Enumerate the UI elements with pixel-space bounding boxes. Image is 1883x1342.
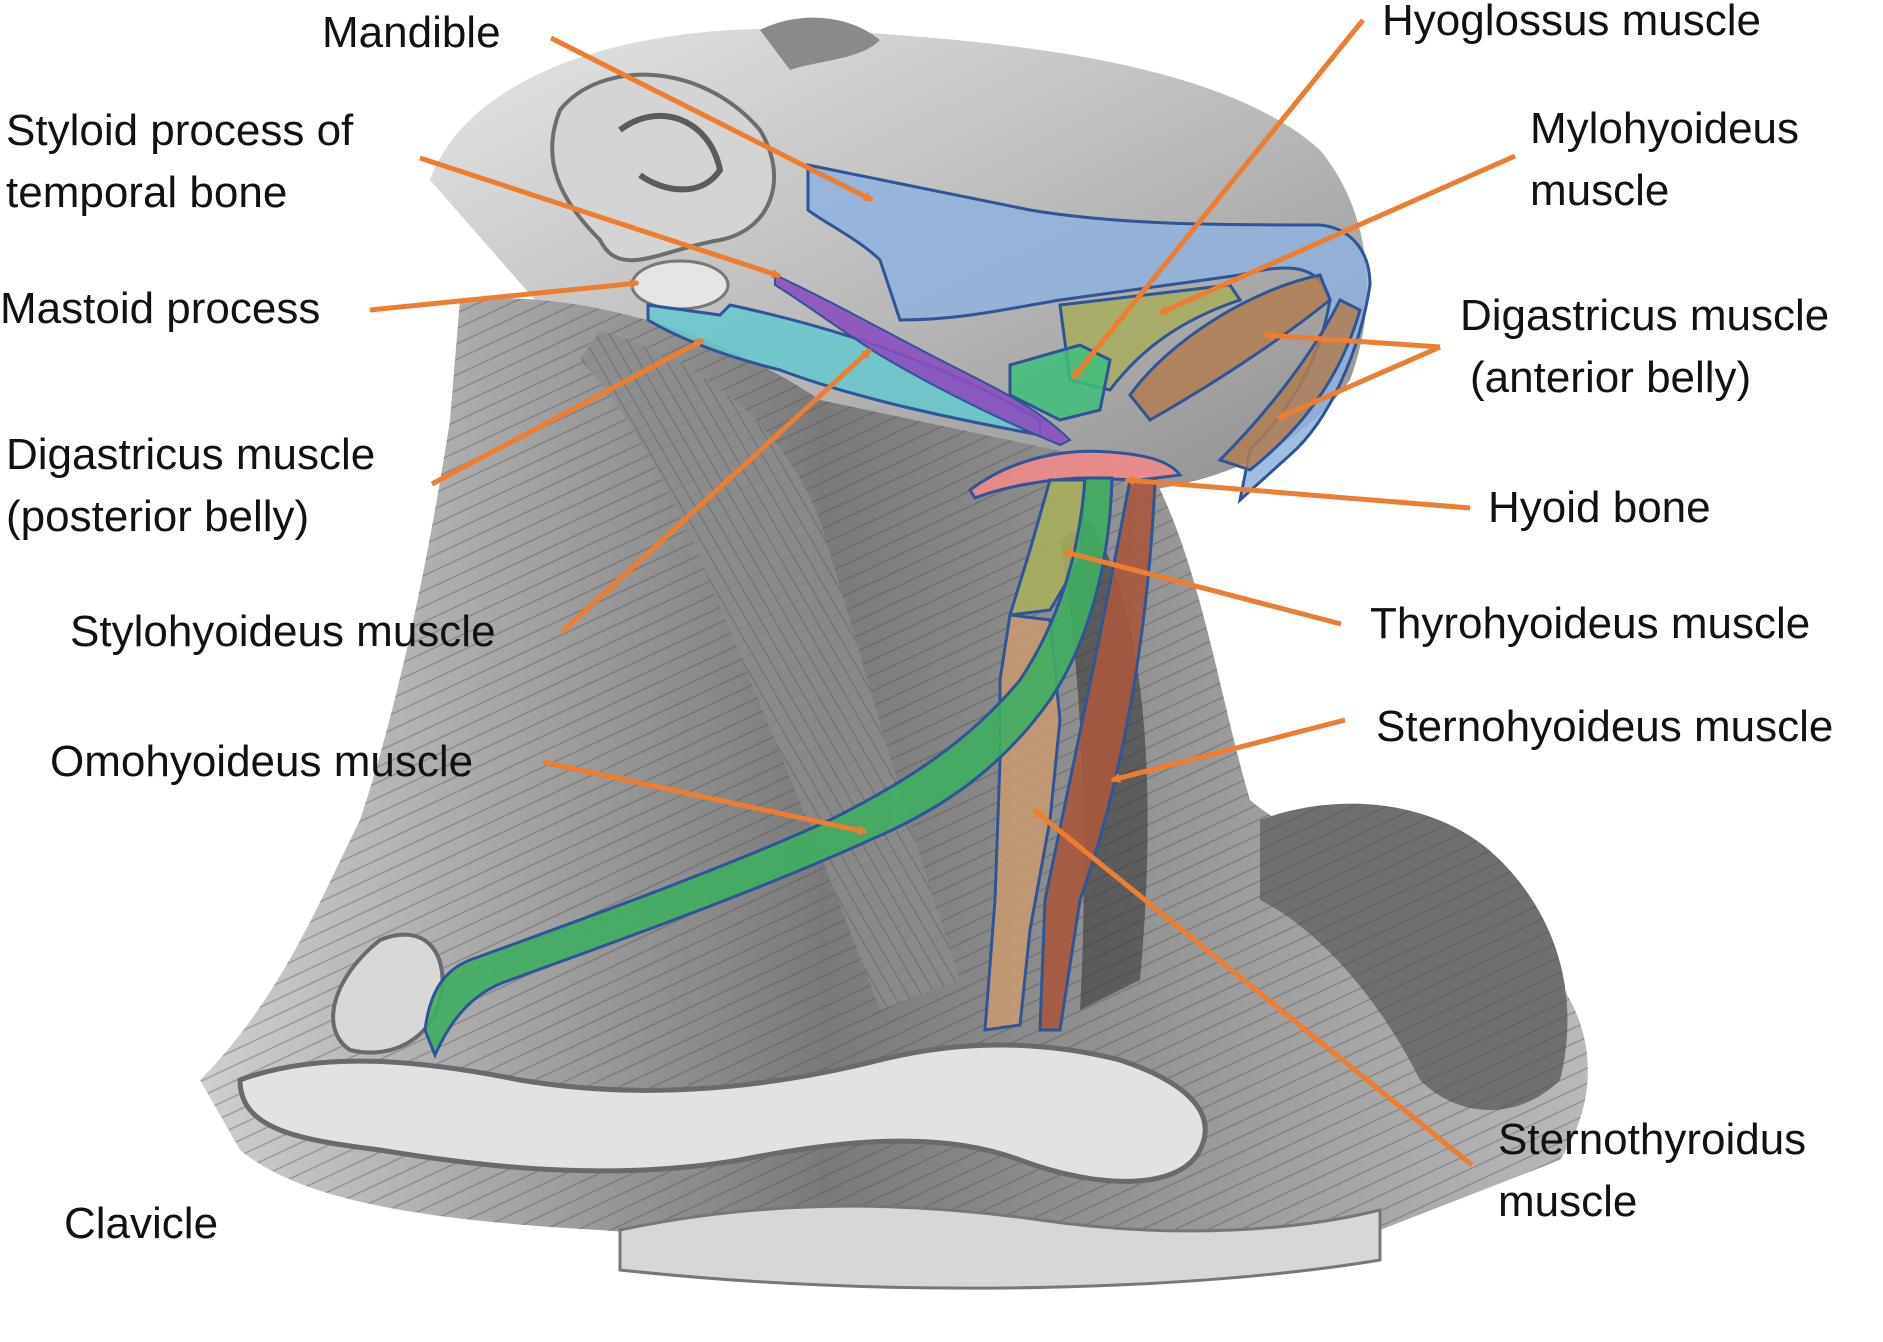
clavicle-bone bbox=[237, 1042, 1208, 1184]
arrow-mylohyoid bbox=[1158, 153, 1517, 316]
arrow-sternohyoid bbox=[1110, 717, 1346, 783]
label-digastric-posterior-line2: (posterior belly) bbox=[6, 492, 310, 541]
label-sternothyroid-line1: Sternothyroidus bbox=[1498, 1115, 1807, 1164]
hyoid-shape bbox=[967, 449, 1183, 500]
label-thyrohyoid: Thyrohyoideus muscle bbox=[1370, 599, 1811, 648]
ear-inner bbox=[618, 112, 724, 193]
shoulder-left bbox=[331, 932, 445, 1055]
arrow-styloid bbox=[419, 155, 782, 279]
label-sternohyoid: Sternohyoideus muscle bbox=[1376, 702, 1834, 751]
label-mandible: Mandible bbox=[322, 8, 501, 57]
arrow-mastoid bbox=[369, 278, 640, 313]
label-clavicle: Clavicle bbox=[64, 1199, 219, 1248]
arrow-stylohyoid bbox=[560, 348, 872, 634]
stylohyoid-shape bbox=[774, 273, 1072, 447]
arrow-thyrohyoid bbox=[1063, 549, 1342, 627]
label-hyoglossus: Hyoglossus muscle bbox=[1382, 0, 1762, 45]
leader-arrows bbox=[369, 18, 1517, 1167]
chest-band bbox=[618, 1204, 1382, 1290]
label-mylohyoid-line2: muscle bbox=[1530, 166, 1670, 215]
arrow-mandible bbox=[549, 35, 874, 203]
omohyoid-shape bbox=[423, 476, 1114, 1059]
label-digastric-anterior-line2: (anterior belly) bbox=[1470, 353, 1752, 402]
arrow-digastric-posterior bbox=[430, 337, 705, 487]
arrow-digastric-anterior-b bbox=[1276, 344, 1442, 421]
label-digastric-anterior-line1: Digastricus muscle bbox=[1460, 291, 1830, 340]
sternohyoid-shape bbox=[1038, 478, 1157, 1032]
label-styloid-line2: temporal bone bbox=[6, 168, 288, 217]
label-hyoid: Hyoid bone bbox=[1488, 483, 1711, 532]
label-mastoid: Mastoid process bbox=[0, 284, 321, 333]
label-mylohyoid-line1: Mylohyoideus bbox=[1530, 104, 1800, 153]
shoulder-right-fibers bbox=[1260, 803, 1568, 1110]
arrow-digastric-anterior-a bbox=[1263, 330, 1441, 350]
digastric-anterior-shape bbox=[1128, 273, 1332, 422]
hair bbox=[760, 17, 880, 70]
digastric-posterior-shape bbox=[646, 303, 1042, 437]
arrow-omohyoid bbox=[542, 759, 868, 836]
arrow-hyoid bbox=[1124, 475, 1471, 511]
mastoid-bone bbox=[630, 259, 730, 311]
label-digastric-posterior-line1: Digastricus muscle bbox=[6, 430, 376, 479]
label-omohyoid: Omohyoideus muscle bbox=[50, 737, 474, 786]
label-styloid-line1: Styloid process of bbox=[6, 106, 354, 155]
arrow-sternothyroid bbox=[1032, 808, 1474, 1167]
label-stylohyoid: Stylohyoideus muscle bbox=[70, 607, 496, 656]
digastric-anterior-shape-2 bbox=[1217, 297, 1362, 472]
label-sternothyroid-line2: muscle bbox=[1498, 1177, 1638, 1226]
arrow-hyoglossus bbox=[1071, 18, 1365, 380]
highlighted-structures bbox=[423, 163, 1372, 1059]
